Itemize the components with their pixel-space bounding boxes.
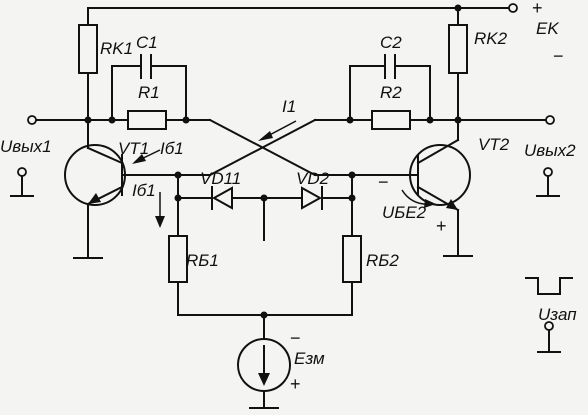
label-vt1: VT1 bbox=[118, 139, 149, 158]
current-arrow-ib1-down bbox=[155, 216, 165, 228]
label-rk2: RK2 bbox=[474, 29, 508, 48]
resistor-rb2 bbox=[342, 235, 362, 283]
label-uvyh1: Uвых1 bbox=[0, 137, 52, 156]
junction bbox=[426, 116, 434, 124]
label-vd11: VD11 bbox=[200, 169, 241, 188]
junction bbox=[182, 116, 190, 124]
cross-wire bbox=[208, 118, 317, 177]
vt2-collector bbox=[416, 138, 460, 165]
resistor-rk1 bbox=[78, 24, 98, 74]
label-uvyh2: Uвых2 bbox=[524, 141, 576, 160]
vt2-emitter-arrow bbox=[446, 199, 458, 210]
uvyh1-terminal bbox=[17, 167, 27, 177]
label-vd2: VD2 bbox=[296, 169, 330, 188]
label-rk1: RK1 bbox=[100, 39, 133, 58]
label-ek: EK bbox=[536, 19, 559, 38]
label-ube2: UБЕ2 bbox=[382, 203, 427, 222]
resistor-r2 bbox=[371, 110, 411, 130]
sign-ezm-plus: + bbox=[290, 374, 301, 394]
vt1-collector bbox=[86, 146, 124, 165]
voltage-arrow-ube2 bbox=[424, 199, 436, 208]
sign-ek-minus: − bbox=[553, 46, 564, 66]
source-arrow bbox=[258, 373, 270, 386]
sign-vt2-minus: − bbox=[378, 172, 389, 192]
diode-vd2 bbox=[301, 186, 323, 210]
pulse-symbol bbox=[525, 277, 573, 295]
label-vt2: VT2 bbox=[478, 135, 510, 154]
junction bbox=[454, 116, 462, 124]
sign-ezm-minus: − bbox=[290, 328, 301, 348]
sign-ek-plus: + bbox=[532, 0, 543, 18]
output-terminal-2 bbox=[545, 115, 555, 125]
junction bbox=[108, 116, 116, 124]
label-rb2: RБ2 bbox=[366, 251, 399, 270]
vt1-emitter-arrow bbox=[88, 193, 101, 204]
label-ezm: Eзм bbox=[294, 349, 325, 368]
output-terminal-1 bbox=[27, 115, 37, 125]
current-arrow-i1 bbox=[258, 131, 273, 141]
resistor-rb1 bbox=[168, 235, 188, 283]
label-ib1-upper: Iб1 bbox=[160, 139, 184, 158]
label-r2: R2 bbox=[380, 83, 402, 102]
sign-vt2-plus: + bbox=[436, 216, 447, 236]
label-ib1-lower: Iб1 bbox=[132, 181, 156, 200]
junction bbox=[346, 116, 354, 124]
current-arrow-ib1 bbox=[132, 154, 146, 164]
diode-vd11 bbox=[211, 186, 233, 210]
resistor-rk2 bbox=[448, 24, 468, 74]
label-rb1: RБ1 bbox=[186, 251, 219, 270]
resistor-r1 bbox=[127, 110, 167, 130]
uvyh2-terminal bbox=[543, 167, 553, 177]
label-i1: I1 bbox=[282, 97, 296, 116]
label-c2: C2 bbox=[380, 33, 402, 52]
junction bbox=[174, 194, 182, 202]
junction bbox=[348, 194, 356, 202]
junction bbox=[84, 116, 92, 124]
label-uzap: Uзап bbox=[538, 305, 577, 324]
label-c1: C1 bbox=[136, 33, 158, 52]
supply-terminal bbox=[508, 3, 518, 13]
label-r1: R1 bbox=[138, 83, 160, 102]
